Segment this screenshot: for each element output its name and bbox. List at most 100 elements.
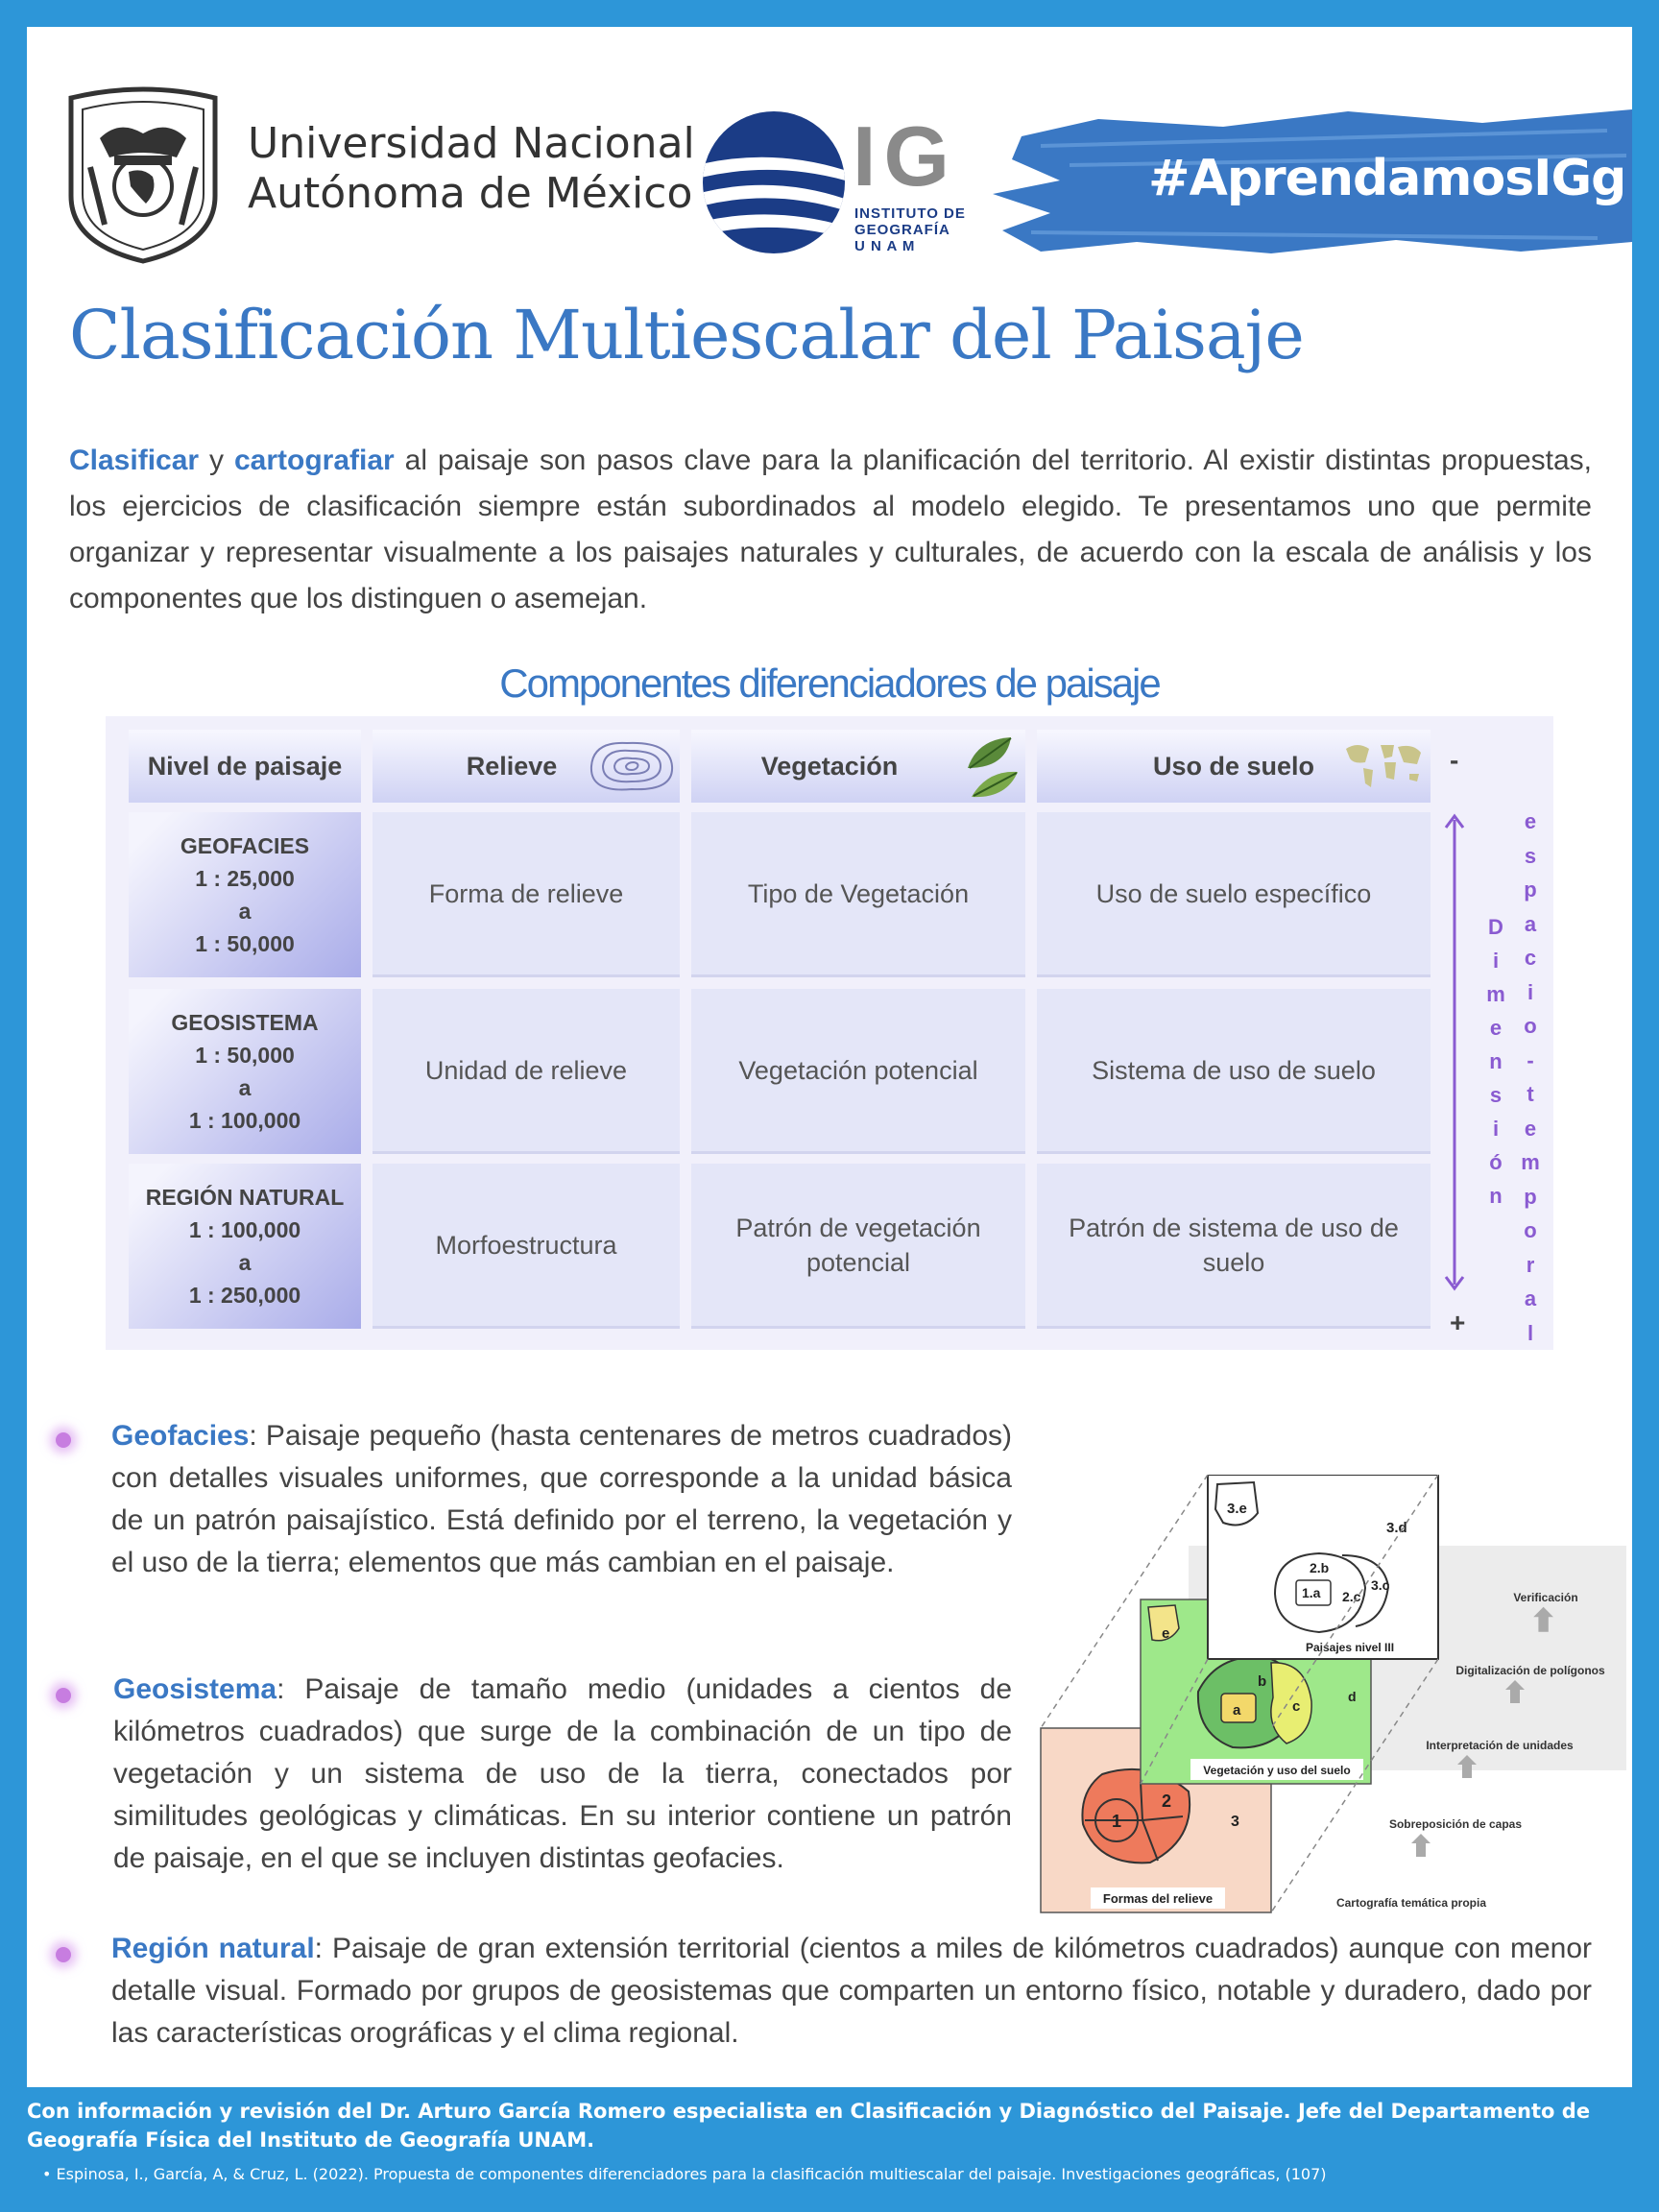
unit-1: 1 <box>1112 1812 1121 1831</box>
unit-b: b <box>1258 1673 1266 1690</box>
unit-c: c <box>1292 1698 1300 1715</box>
unit-3d: 3.d <box>1386 1520 1407 1536</box>
ig-sub-line3: U N A M <box>854 238 916 254</box>
poster-sheet: Universidad Nacional Autónoma de México … <box>27 27 1632 2087</box>
step-interpretacion: Interpretación de unidades <box>1426 1739 1574 1752</box>
axis-label-dimension: D i m e n s i ó n <box>1484 910 1507 1213</box>
definition-text: : Paisaje de tamaño medio (unidades a ci… <box>113 1673 1012 1874</box>
unit-2b: 2.b <box>1310 1560 1329 1575</box>
level-name: GEOFACIES <box>180 833 310 858</box>
axis-letter: p <box>1524 878 1537 902</box>
definition-text: : Paisaje de gran extensión territorial … <box>111 1933 1593 2049</box>
axis-letter: p <box>1524 1184 1537 1209</box>
unit-2: 2 <box>1162 1791 1171 1811</box>
header-uso-suelo: Uso de suelo <box>1037 730 1431 803</box>
axis-letter: c <box>1524 946 1537 970</box>
unit-a: a <box>1233 1702 1241 1719</box>
level-cell-region-natural: REGIÓN NATURAL 1 : 100,000 a 1 : 250,000 <box>129 1164 361 1329</box>
intro-highlight-clasificar: Clasificar <box>69 445 200 476</box>
ig-globe-logo <box>703 111 845 253</box>
cell-uso-geofacies: Uso de suelo específico <box>1037 812 1431 977</box>
unit-3: 3 <box>1231 1814 1239 1830</box>
scale-connector: a <box>238 1250 252 1275</box>
layer-top-label: Paisajes nivel III <box>1306 1641 1394 1654</box>
leaves-icon <box>968 737 1018 798</box>
intro-highlight-cartografiar: cartografiar <box>233 445 395 476</box>
arrow-up-icon <box>1457 1755 1477 1778</box>
ig-sub-line2: GEOGRAFÍA <box>854 222 950 238</box>
unit-d: d <box>1348 1689 1357 1704</box>
ig-subtitle: INSTITUTO DE GEOGRAFÍA U N A M <box>854 205 966 254</box>
cell-relieve-geofacies: Forma de relieve <box>373 812 680 977</box>
double-arrow-icon <box>1444 813 1465 1291</box>
scale-connector: a <box>238 899 252 924</box>
unam-seal-logo <box>68 86 218 264</box>
unit-2c: 2.c <box>1342 1589 1361 1604</box>
step-digitalizacion: Digitalización de polígonos <box>1455 1664 1605 1677</box>
scale-to: 1 : 100,000 <box>188 1108 301 1133</box>
arrow-up-icon <box>1411 1834 1431 1857</box>
header-vegetacion-label: Vegetación <box>760 751 899 781</box>
unam-name-line1: Universidad Nacional <box>248 119 695 168</box>
ig-letters: IG <box>853 108 957 204</box>
level-cell-geosistema: GEOSISTEMA 1 : 50,000 a 1 : 100,000 <box>129 989 361 1154</box>
axis-letter: m <box>1521 1150 1540 1174</box>
term-geosistema: Geosistema <box>113 1673 277 1705</box>
cell-vegetacion-geosistema: Vegetación potencial <box>691 989 1025 1154</box>
cell-relieve-region-natural: Morfoestructura <box>373 1164 680 1329</box>
axis-letter: o <box>1524 1218 1537 1242</box>
bullet-geosistema <box>56 1688 71 1703</box>
axis-plus: + <box>1450 1308 1466 1337</box>
scale-to: 1 : 250,000 <box>188 1283 301 1308</box>
axis-letter: l <box>1527 1320 1534 1345</box>
scale-from: 1 : 50,000 <box>195 1043 295 1068</box>
axis-letter: n <box>1489 1184 1503 1208</box>
scale-connector: a <box>238 1075 252 1100</box>
axis-letter: - <box>1527 1047 1534 1072</box>
contour-lines-icon <box>589 741 674 791</box>
header-uso-suelo-label: Uso de suelo <box>1152 751 1315 781</box>
footer: Con información y revisión del Dr. Artur… <box>27 2097 1621 2185</box>
unit-1a: 1.a <box>1302 1585 1321 1600</box>
footer-reference: • Espinosa, I., García, A, & Cruz, L. (2… <box>42 2165 1327 2183</box>
axis-letter: ó <box>1489 1150 1503 1174</box>
scale-from: 1 : 100,000 <box>188 1217 301 1242</box>
axis-letter: s <box>1524 843 1537 868</box>
header-relieve: Relieve <box>373 730 680 803</box>
definition-region-natural: Región natural: Paisaje de gran extensió… <box>111 1928 1592 2055</box>
layer-bottom-label: Formas del relieve <box>1103 1891 1213 1906</box>
axis-label-espacio-temporal: e s p a c i o - t e m p o r a l <box>1519 805 1542 1350</box>
axis-letter: D <box>1488 915 1503 939</box>
axis-letter: r <box>1526 1252 1535 1277</box>
cell-vegetacion-geofacies: Tipo de Vegetación <box>691 812 1025 977</box>
axis-letter: m <box>1486 982 1505 1006</box>
ig-sub-line1: INSTITUTO DE <box>854 205 966 222</box>
axis-letter: i <box>1492 949 1500 973</box>
axis-letter: i <box>1527 979 1534 1004</box>
bullet-geofacies <box>56 1432 71 1448</box>
definition-geosistema: Geosistema: Paisaje de tamaño medio (uni… <box>113 1669 1012 1880</box>
level-name: GEOSISTEMA <box>171 1010 319 1035</box>
header-nivel-label: Nivel de paisaje <box>147 751 343 781</box>
axis-letter: a <box>1524 1286 1537 1310</box>
term-geofacies: Geofacies <box>111 1420 250 1452</box>
step-sobreposicion: Sobreposición de capas <box>1389 1817 1522 1831</box>
components-table: Nivel de paisaje Relieve Vegetación Uso … <box>106 716 1553 1350</box>
level-name: REGIÓN NATURAL <box>145 1185 345 1210</box>
step-verificacion: Verificación <box>1513 1591 1577 1604</box>
cell-vegetacion-region-natural: Patrón de vegetación potencial <box>691 1164 1025 1329</box>
unit-3e: 3.e <box>1227 1501 1247 1517</box>
scale-from: 1 : 25,000 <box>195 866 295 891</box>
header-relieve-label: Relieve <box>466 751 558 781</box>
layer-overlay-diagram: 1 2 3 Formas del relieve e a b c d Veget… <box>1040 1475 1626 1913</box>
unit-3c: 3.c <box>1371 1577 1390 1593</box>
unit-e: e <box>1162 1625 1169 1642</box>
step-cartografia: Cartografía temática propia <box>1336 1896 1486 1910</box>
scale-to: 1 : 50,000 <box>195 931 295 956</box>
axis-letter: a <box>1524 911 1537 936</box>
axis-minus: - <box>1450 745 1459 775</box>
header-nivel: Nivel de paisaje <box>129 730 361 803</box>
cell-relieve-geosistema: Unidad de relieve <box>373 989 680 1154</box>
world-map-icon <box>1346 745 1421 787</box>
axis-letter: s <box>1489 1083 1503 1107</box>
